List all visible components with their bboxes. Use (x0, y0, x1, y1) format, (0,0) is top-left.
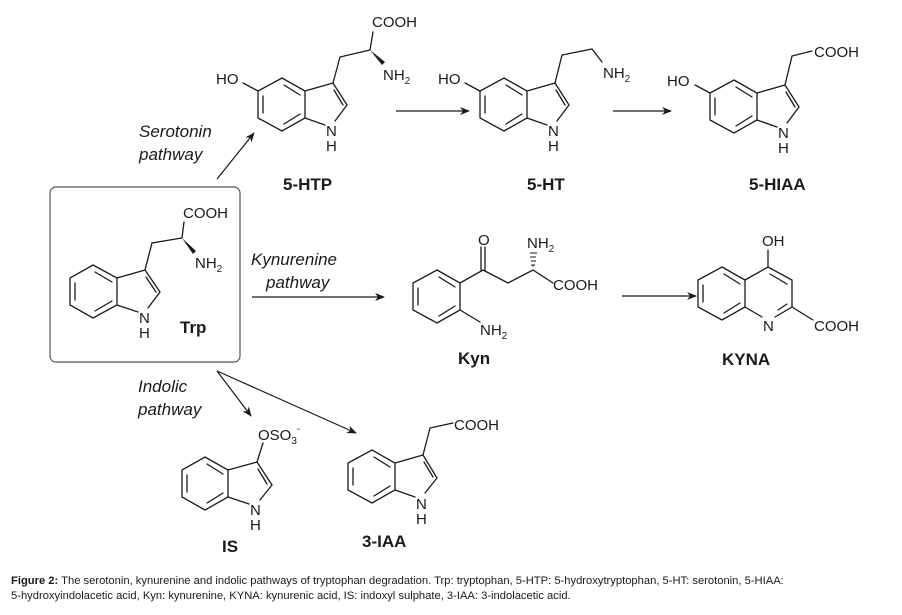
pathway-scheme: COOH NH2 N H Trp HO COOH NH2 N H 5-HTP H… (49, 14, 859, 556)
5-ht-nh2: NH2 (603, 65, 631, 85)
arrow-trp-to-is (216, 370, 252, 417)
trp-cooh: COOH (183, 205, 228, 222)
compound-label-trp: Trp (180, 318, 206, 337)
trp-nh2: NH2 (195, 255, 223, 275)
kyn-nh2-alpha: NH2 (527, 235, 555, 255)
molecule-is: OSO3- N H IS (181, 424, 300, 556)
kyn-cooh: COOH (553, 277, 598, 294)
indolic-pathway-label-line2: pathway (137, 400, 203, 419)
trp-n: N (139, 310, 150, 327)
compound-label-kyna: KYNA (722, 350, 770, 369)
trp-h: H (139, 325, 150, 342)
is-n: N (250, 502, 261, 519)
kyna-n: N (763, 318, 774, 335)
molecule-5-hiaa: HO COOH N H 5-HIAA (667, 44, 859, 194)
molecule-3-iaa: COOH N H 3-IAA (347, 417, 499, 551)
compound-label-5-htp: 5-HTP (283, 175, 332, 194)
compound-label-5-hiaa: 5-HIAA (749, 175, 806, 194)
3-iaa-n: N (416, 496, 427, 513)
5-htp-ho: HO (216, 71, 239, 88)
5-hiaa-n: N (778, 125, 789, 142)
compound-label-3-iaa: 3-IAA (362, 532, 406, 551)
kynurenine-pathway-label-line2: pathway (265, 273, 331, 292)
arrow-trp-to-5-htp (216, 132, 255, 180)
5-htp-cooh: COOH (372, 14, 417, 31)
5-hiaa-cooh: COOH (814, 44, 859, 61)
kyna-oh: OH (762, 233, 785, 250)
kyn-o: O (478, 232, 490, 249)
is-oso3: OSO3- (258, 424, 300, 447)
arrow-trp-to-3-iaa (216, 370, 357, 434)
molecule-kyna: OH N COOH KYNA (697, 233, 859, 369)
kynurenine-pathway-label-line1: Kynurenine (251, 250, 337, 269)
5-htp-h: H (326, 138, 337, 155)
molecule-kyn: O NH2 COOH NH2 Kyn (412, 232, 598, 368)
molecule-5-ht: HO NH2 N H 5-HT (438, 48, 631, 194)
3-iaa-cooh: COOH (454, 417, 499, 434)
kyn-nh2-aryl: NH2 (480, 322, 508, 342)
kyn-hashed-bond (530, 252, 537, 267)
serotonin-pathway-label-line1: Serotonin (139, 122, 212, 141)
5-hiaa-ho: HO (667, 73, 690, 90)
3-iaa-h: H (416, 511, 427, 528)
molecule-trp: COOH NH2 N H Trp (69, 205, 228, 342)
compound-label-5-ht: 5-HT (527, 175, 565, 194)
compound-label-is: IS (222, 537, 238, 556)
molecule-5-htp: HO COOH NH2 N H 5-HTP (216, 14, 417, 194)
5-ht-n: N (548, 123, 559, 140)
5-htp-nh2: NH2 (383, 67, 411, 87)
5-hiaa-h: H (778, 140, 789, 157)
figure-caption: Figure 2: The serotonin, kynurenine and … (11, 574, 901, 604)
is-h: H (250, 517, 261, 534)
serotonin-pathway-label-line2: pathway (138, 145, 204, 164)
compound-label-kyn: Kyn (458, 349, 490, 368)
trp-highlight-box (49, 186, 241, 363)
5-htp-n: N (326, 123, 337, 140)
caption-text-line1: The serotonin, kynurenine and indolic pa… (58, 575, 784, 587)
5-ht-ho: HO (438, 71, 461, 88)
caption-lead: Figure 2: (11, 575, 59, 587)
5-ht-h: H (548, 138, 559, 155)
caption-text-line2: 5-hydroxyindolacetic acid, Kyn: kynureni… (11, 590, 571, 602)
kyna-cooh: COOH (814, 318, 859, 335)
indolic-pathway-label-line1: Indolic (138, 377, 188, 396)
